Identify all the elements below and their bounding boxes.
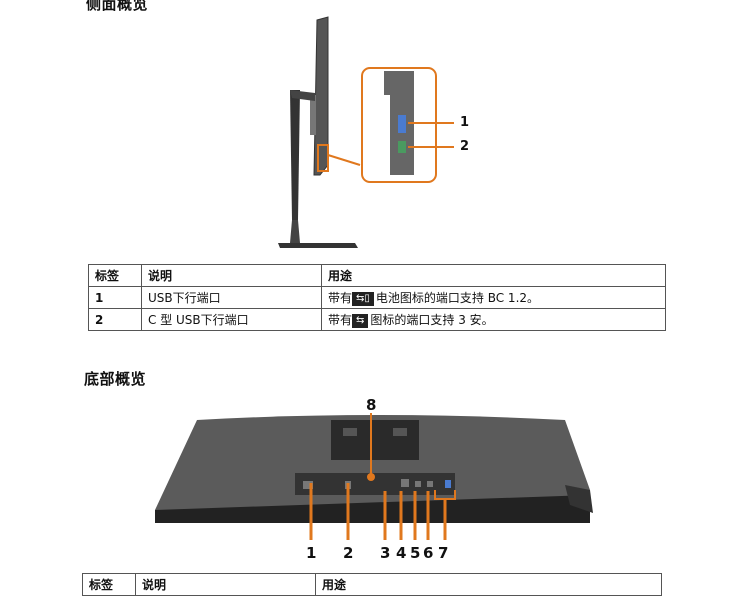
table-row: 1 USB下行端口 带有⇆▯电池图标的端口支持 BC 1.2。 [88,286,666,309]
row-label: 1 [88,286,142,309]
bottom-view-table: 标签 说明 用途 [82,573,662,596]
side-callout-1: 1 [460,115,470,130]
monitor-bottom-view-diagram [155,413,593,540]
bottom-callout-8: 8 [366,396,377,414]
bottom-callout-6: 6 [423,544,434,562]
bottom-callout-4: 4 [396,544,407,562]
bottom-view-title: 底部概览 [84,370,147,388]
bottom-callout-3: 3 [380,544,391,562]
table-header-row: 标签 说明 用途 [82,573,662,596]
header-use: 用途 [315,573,662,596]
header-label: 标签 [88,264,142,287]
side-callout-2: 2 [460,139,470,154]
use-prefix: 带有 [328,313,353,327]
header-desc: 说明 [135,573,316,596]
use-suffix: 电池图标的端口支持 BC 1.2。 [375,291,540,305]
side-view-title: 侧面概览 [86,0,149,13]
monitor-side-view-diagram [278,16,454,248]
bottom-callout-1: 1 [306,544,317,562]
bottom-callout-2: 2 [343,544,354,562]
row-use: 带有⇆▯电池图标的端口支持 BC 1.2。 [321,286,666,309]
row-label: 2 [88,308,142,331]
table-header-row: 标签 说明 用途 [88,264,666,287]
usb-battery-icon: ⇆▯ [352,291,374,306]
bottom-callout-7: 7 [438,544,449,562]
row-use: 带有⇆图标的端口支持 3 安。 [321,308,666,331]
side-view-table: 标签 说明 用途 1 USB下行端口 带有⇆▯电池图标的端口支持 BC 1.2。… [88,264,666,331]
bottom-callout-5: 5 [410,544,421,562]
header-use: 用途 [321,264,666,287]
row-desc: USB下行端口 [141,286,322,309]
use-suffix: 图标的端口支持 3 安。 [370,313,494,327]
header-label: 标签 [82,573,136,596]
usb-icon: ⇆ [352,313,369,328]
use-prefix: 带有 [328,291,353,305]
row-desc: C 型 USB下行端口 [141,308,322,331]
header-desc: 说明 [141,264,322,287]
table-row: 2 C 型 USB下行端口 带有⇆图标的端口支持 3 安。 [88,308,666,331]
